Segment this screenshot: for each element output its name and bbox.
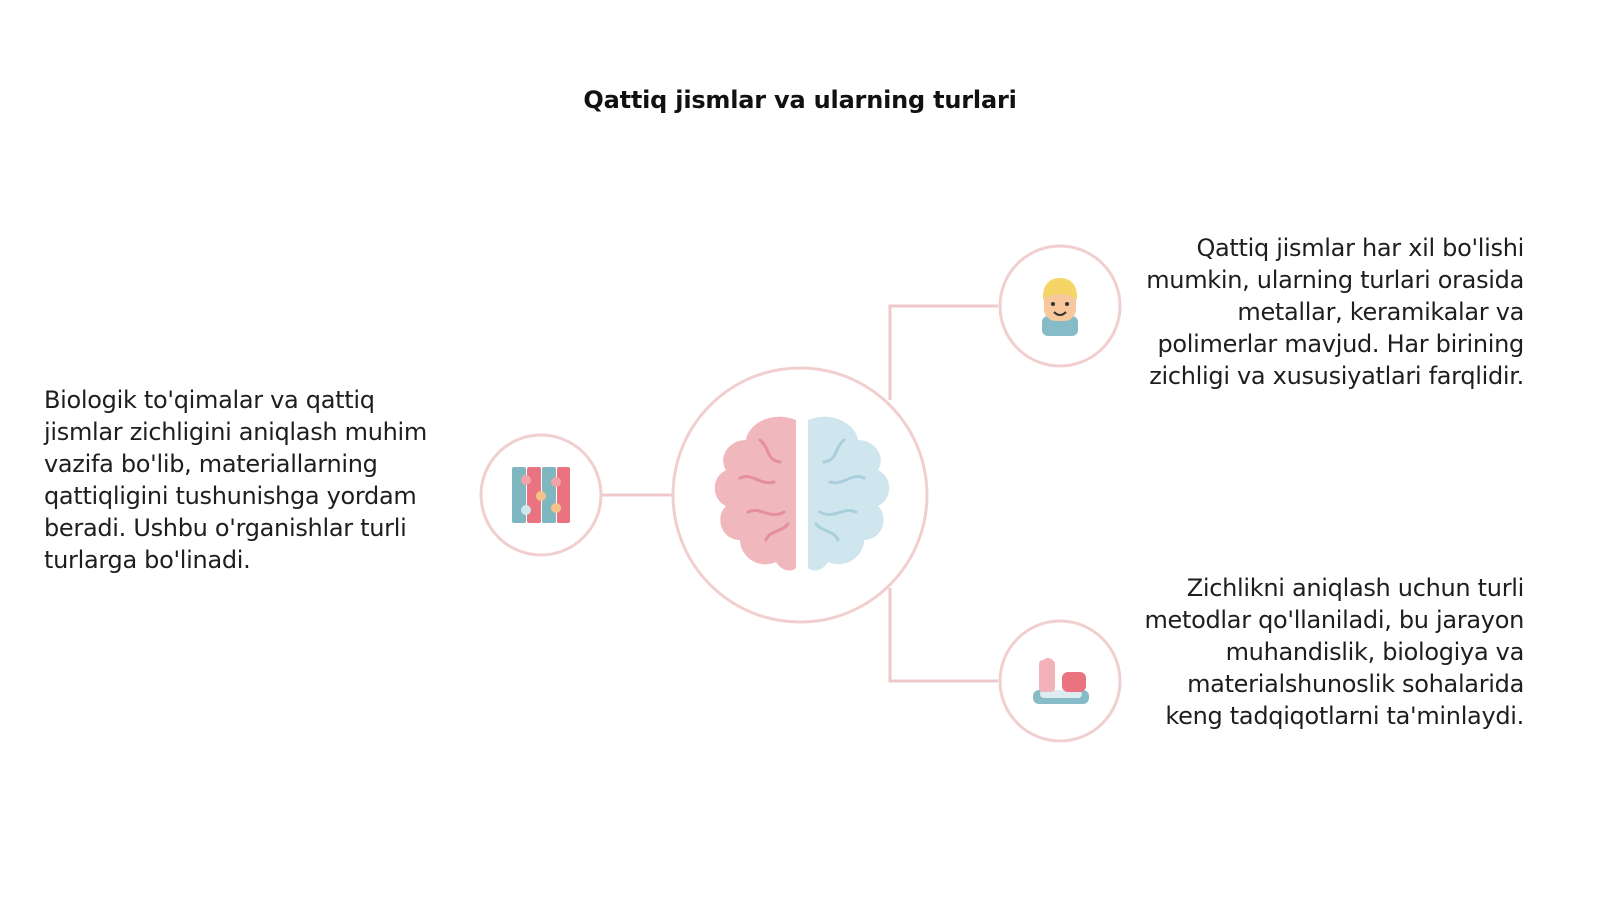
puzzle-icon bbox=[512, 467, 570, 523]
connector-top bbox=[888, 304, 998, 400]
brain-icon bbox=[714, 416, 890, 571]
right-bottom-node-text: Zichlikni aniqlash uchun turli metodlar … bbox=[1144, 574, 1524, 730]
person-icon bbox=[1042, 278, 1078, 336]
right-top-node-text: Qattiq jismlar har xil bo'lishi mumkin, … bbox=[1146, 234, 1524, 390]
blocks-icon bbox=[1033, 658, 1089, 704]
left-node bbox=[479, 433, 603, 557]
connectors bbox=[602, 304, 998, 683]
right-top-node bbox=[998, 244, 1122, 368]
left-node-text: Biologik to'qimalar va qattiq jismlar zi… bbox=[44, 386, 427, 574]
right-bottom-node bbox=[998, 619, 1122, 743]
page-title: Qattiq jismlar va ularning turlari bbox=[583, 86, 1017, 114]
center-node bbox=[671, 366, 929, 624]
connector-bottom bbox=[888, 588, 998, 683]
